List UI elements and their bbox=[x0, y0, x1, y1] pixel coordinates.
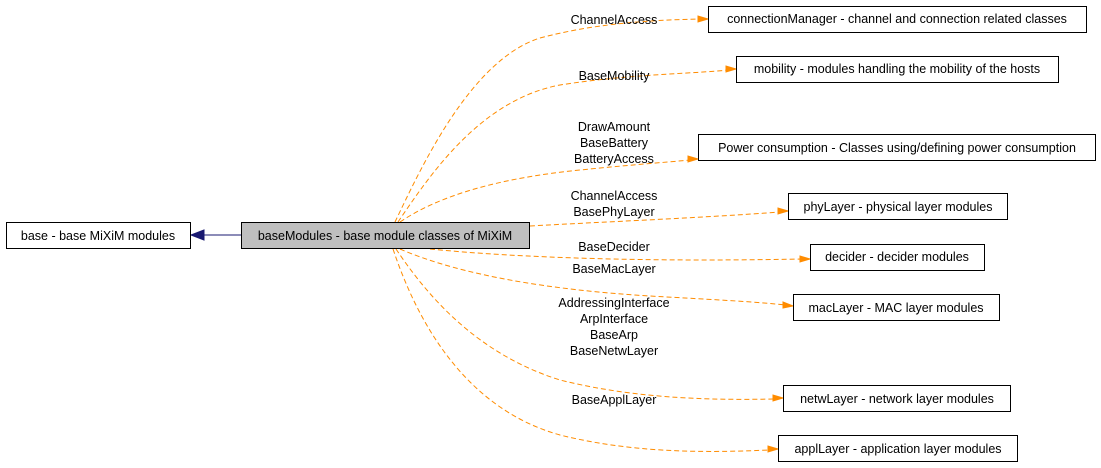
edge-to-macLayer: BaseMacLayer bbox=[399, 248, 795, 309]
node-label: netwLayer - network layer modules bbox=[800, 392, 994, 406]
node-label: mobility - modules handling the mobility… bbox=[754, 62, 1040, 76]
node-phyLayer[interactable]: phyLayer - physical layer modules bbox=[788, 193, 1008, 220]
edge-label: ChannelAccess bbox=[571, 189, 658, 203]
node-baseModules-current: baseModules - base module classes of MiX… bbox=[241, 222, 530, 249]
edge-label: DrawAmount bbox=[578, 120, 651, 134]
edge-label: ArpInterface bbox=[580, 312, 648, 326]
node-macLayer[interactable]: macLayer - MAC layer modules bbox=[793, 294, 1000, 321]
edge-label: AddressingInterface bbox=[558, 296, 669, 310]
edge-label: BaseArp bbox=[590, 328, 638, 342]
edge-label: BaseMacLayer bbox=[572, 262, 655, 276]
edge-current-to-base bbox=[189, 229, 241, 241]
edge-label: ChannelAccess bbox=[571, 13, 658, 27]
edge-label: BaseMobility bbox=[579, 69, 651, 83]
node-label: base - base MiXiM modules bbox=[21, 229, 175, 243]
node-decider[interactable]: decider - decider modules bbox=[810, 244, 985, 271]
edge-label: BaseApplLayer bbox=[572, 393, 657, 407]
edge-to-phyLayer: ChannelAccess BasePhyLayer bbox=[529, 189, 790, 227]
node-mobility[interactable]: mobility - modules handling the mobility… bbox=[736, 56, 1059, 83]
edge-to-power: DrawAmount BaseBattery BatteryAccess bbox=[399, 120, 700, 223]
node-power-consumption[interactable]: Power consumption - Classes using/defini… bbox=[698, 134, 1096, 161]
node-label: baseModules - base module classes of MiX… bbox=[258, 229, 512, 243]
edge-to-netwLayer: AddressingInterface ArpInterface BaseArp… bbox=[395, 248, 785, 402]
edge-label: BaseBattery bbox=[580, 136, 649, 150]
node-label: decider - decider modules bbox=[825, 250, 969, 264]
edge-to-applLayer: BaseApplLayer bbox=[392, 248, 780, 453]
node-connectionManager[interactable]: connectionManager - channel and connecti… bbox=[708, 6, 1087, 33]
node-label: connectionManager - channel and connecti… bbox=[727, 12, 1067, 26]
edge-label: BasePhyLayer bbox=[573, 205, 654, 219]
node-label: macLayer - MAC layer modules bbox=[808, 301, 983, 315]
node-netwLayer[interactable]: netwLayer - network layer modules bbox=[783, 385, 1011, 412]
edge-to-mobility: BaseMobility bbox=[397, 65, 738, 223]
node-label: applLayer - application layer modules bbox=[794, 442, 1001, 456]
node-applLayer[interactable]: applLayer - application layer modules bbox=[778, 435, 1018, 462]
edge-to-connectionManager: ChannelAccess bbox=[394, 13, 710, 223]
edge-to-decider: BaseDecider bbox=[429, 240, 812, 263]
edge-label: BaseNetwLayer bbox=[570, 344, 658, 358]
node-base[interactable]: base - base MiXiM modules bbox=[6, 222, 191, 249]
edge-label: BaseDecider bbox=[578, 240, 650, 254]
edge-label: BatteryAccess bbox=[574, 152, 654, 166]
node-label: Power consumption - Classes using/defini… bbox=[718, 141, 1076, 155]
node-label: phyLayer - physical layer modules bbox=[804, 200, 993, 214]
